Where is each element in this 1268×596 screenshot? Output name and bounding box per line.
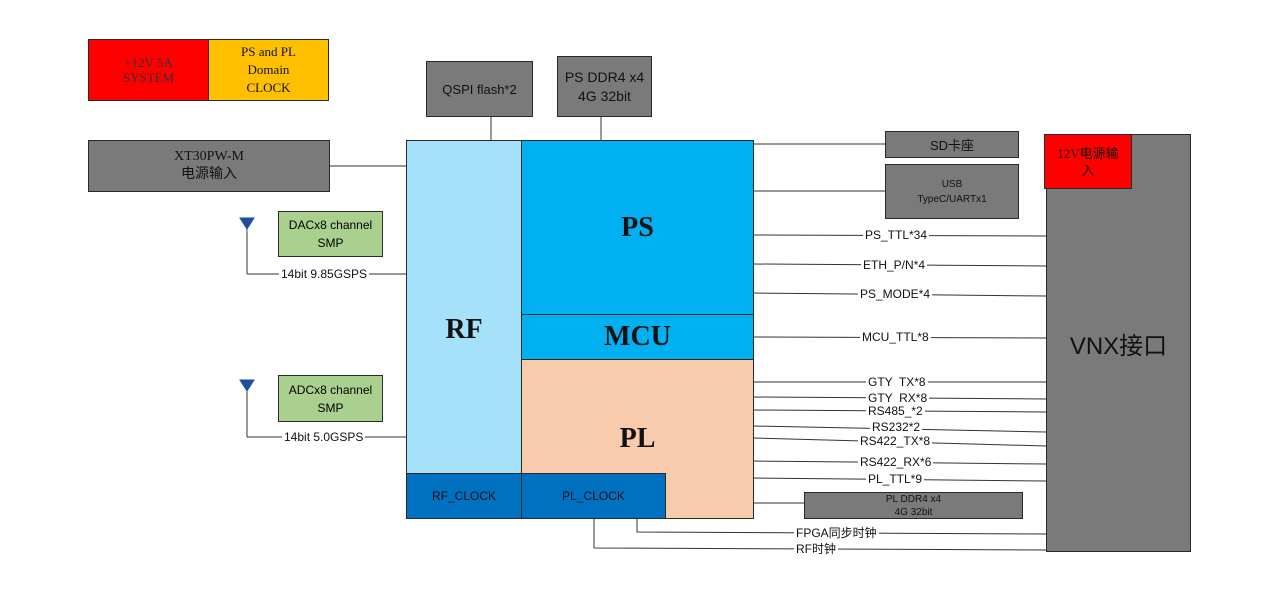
legend-power-box: +12V 5A SYSTEM <box>88 39 209 101</box>
dac-link-label: 14bit 9.85GSPS <box>279 267 370 281</box>
signal-label: GTY TX*8 <box>866 375 928 389</box>
ps-block: PS <box>521 140 754 315</box>
adc-antenna-icon <box>239 379 255 393</box>
qspi-flash-box: QSPI flash*2 <box>426 61 533 117</box>
signal-label: PL_TTL*9 <box>866 472 925 486</box>
pl-clock-block: PL_CLOCK <box>521 473 666 519</box>
signal-label: RS422_TX*8 <box>858 434 933 448</box>
rf-clock-label: RF时钟 <box>794 542 838 556</box>
adc-channel-box: ADCx8 channel SMP <box>278 375 383 422</box>
vnx-connector-block: VNX接口 <box>1046 134 1191 552</box>
adc-link-label: 14bit 5.0GSPS <box>282 430 366 444</box>
fpga-sync-clock-label: FPGA同步时钟 <box>794 526 879 540</box>
dac-channel-box: DACx8 channel SMP <box>278 211 383 257</box>
vnx-power-box: 12V电源输 入 <box>1044 134 1132 189</box>
legend-clock-box: PS and PL Domain CLOCK <box>208 39 329 101</box>
signal-label: ETH_P/N*4 <box>861 258 928 272</box>
signal-label: GTY RX*8 <box>866 391 930 405</box>
signal-label: PS_MODE*4 <box>858 287 933 301</box>
rf-block: RF <box>406 140 522 519</box>
vnx-label: VNX接口 <box>1069 332 1168 360</box>
rf-clock-block: RF_CLOCK <box>406 473 522 519</box>
signal-label: MCU_TTL*8 <box>860 330 931 344</box>
pl-ddr-box: PL DDR4 x4 4G 32bit <box>804 492 1023 519</box>
ps-ddr-box: PS DDR4 x4 4G 32bit <box>557 56 652 117</box>
dac-antenna-icon <box>239 217 255 232</box>
signal-label: RS485_*2 <box>866 404 925 418</box>
mcu-block: MCU <box>521 314 754 360</box>
usb-box: USB TypeC/UARTx1 <box>885 164 1019 219</box>
sd-slot-box: SD卡座 <box>885 131 1019 158</box>
signal-label: PS_TTL*34 <box>863 228 930 242</box>
power-input-box: XT30PW-M 电源输入 <box>88 140 330 192</box>
signal-label: RS232*2 <box>870 420 923 434</box>
signal-label: RS422_RX*6 <box>858 455 934 469</box>
